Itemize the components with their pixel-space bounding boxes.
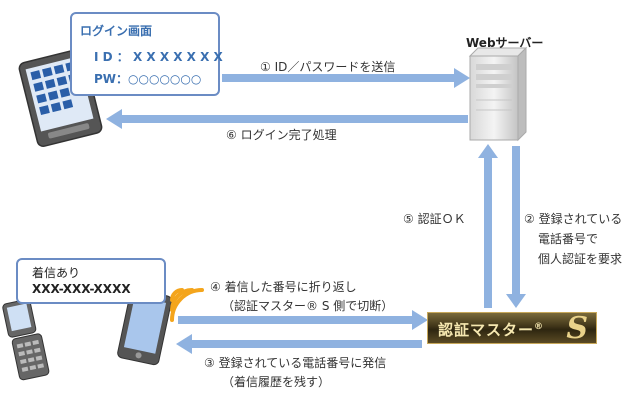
signal-icon <box>170 288 204 322</box>
step-2-line-3: 個人認証を要求 <box>538 252 623 266</box>
step-1-label: ① ID／パスワードを送信 <box>260 60 396 74</box>
arrow-auth-ok <box>478 144 498 308</box>
step-2-line-2: 電話番号で <box>538 232 599 246</box>
flip-phone-icon <box>2 299 50 381</box>
arrow-send-credentials <box>222 68 470 88</box>
registered-mark: ® <box>534 322 545 332</box>
pw-line: PW：○○○○○○○ <box>94 72 202 86</box>
auth-master-name-text: 認証マスター <box>438 321 535 339</box>
step-5-label: ⑤ 認証ＯＫ <box>403 212 466 226</box>
step-2-line-1: ② 登録されている <box>524 212 623 226</box>
step-4-line-1: ④ 着信した番号に折り返し <box>210 280 357 294</box>
server-label: Webサーバー <box>466 36 544 50</box>
step-3-line-2: （着信履歴を残す） <box>222 375 331 389</box>
step-6-label: ⑥ ログイン完了処理 <box>226 128 337 142</box>
auth-master-logo: 認証マスター® S <box>427 311 597 346</box>
auth-master-name: 認証マスター® <box>438 319 544 340</box>
arrow-request-auth <box>506 146 526 308</box>
auth-master-letter: S <box>566 311 588 346</box>
login-screen-title: ログイン画面 <box>80 24 153 38</box>
incoming-call-title: 着信あり <box>32 266 81 280</box>
incoming-call-number: XXX-XXX-XXXX <box>32 282 131 296</box>
arrow-call-back <box>178 310 428 330</box>
smartphone-icon <box>117 288 172 366</box>
arrow-place-call <box>176 334 422 354</box>
incoming-call-callout: 着信あり XXX-XXX-XXXX <box>16 258 166 304</box>
arrow-login-complete <box>106 109 468 129</box>
step-4-line-2: （認証マスター® S 側で切断） <box>222 299 394 313</box>
web-server-icon <box>468 46 528 142</box>
id-line: I D ： X X X X X X X <box>94 50 223 64</box>
step-3-line-1: ③ 登録されている電話番号に発信 <box>204 356 387 370</box>
login-screen-callout: ログイン画面 I D ： X X X X X X X PW：○○○○○○○ <box>70 12 223 96</box>
